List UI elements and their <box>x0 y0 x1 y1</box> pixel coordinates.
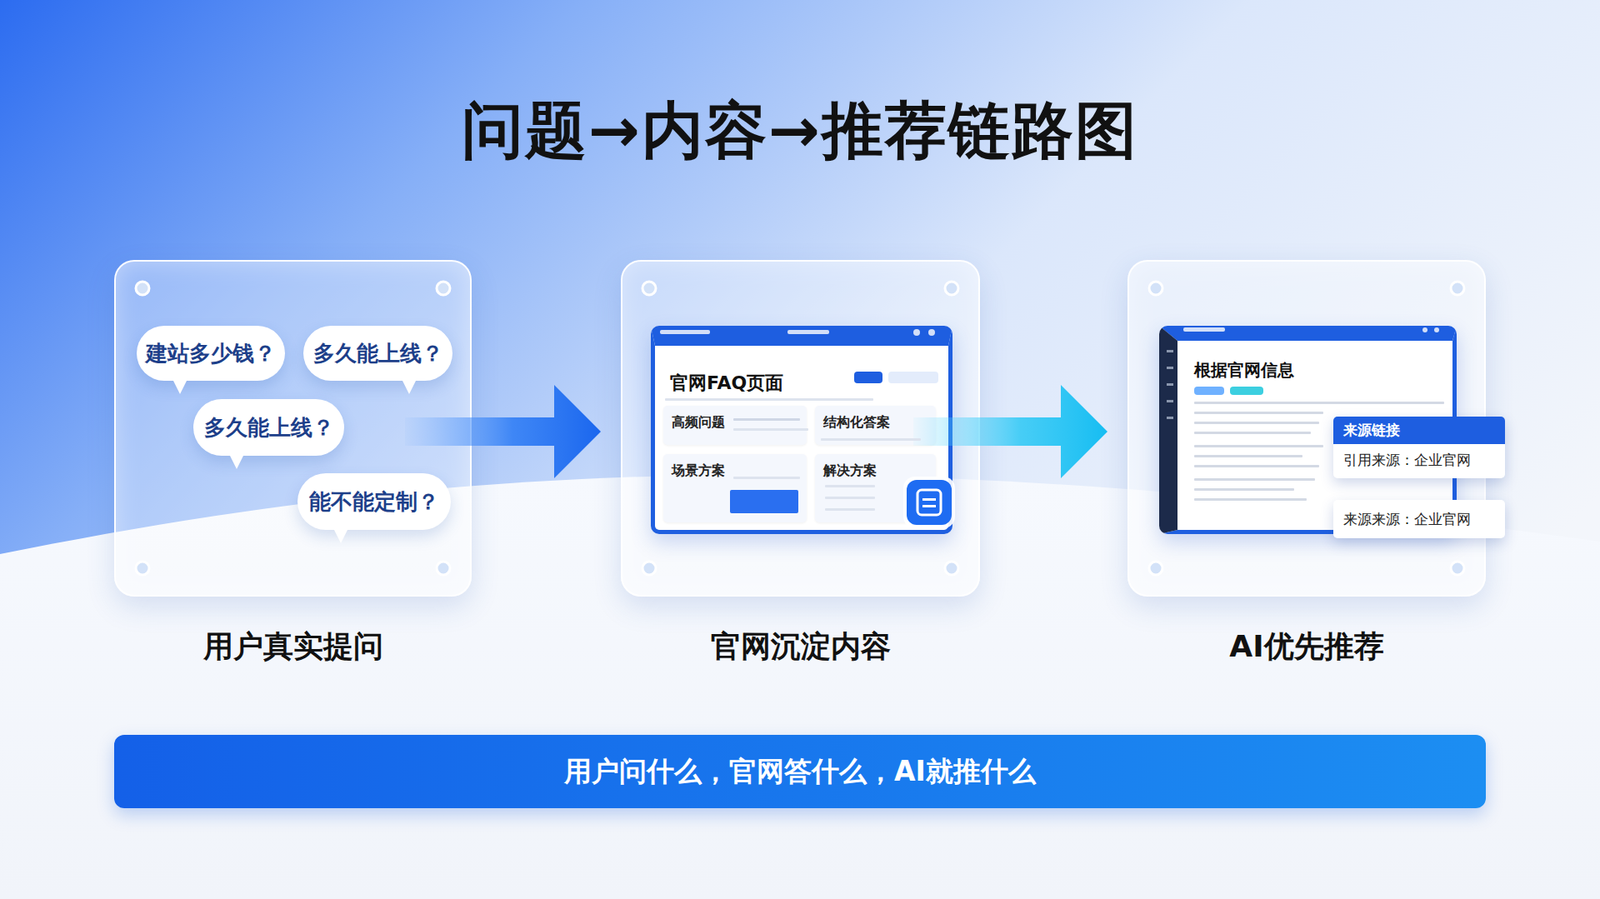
tab-chip <box>888 371 939 384</box>
rivet <box>642 561 656 575</box>
rivet <box>436 561 450 575</box>
screen-title: 根据官网信息 <box>1194 359 1295 382</box>
sidebar-icon <box>1166 383 1174 386</box>
app-icon-glow <box>903 476 955 529</box>
app-icon-glyph <box>922 498 936 501</box>
rivet <box>945 561 959 575</box>
cell-text: 场景方案 <box>671 462 725 480</box>
bubble-text: 能不能定制？ <box>309 487 440 517</box>
rivet <box>1149 561 1163 575</box>
rivet <box>1450 561 1465 575</box>
header-dot <box>1434 327 1440 333</box>
diagram-title: 问题→内容→推荐链路图 <box>0 90 1600 174</box>
text-line <box>733 476 800 480</box>
source-callout: 来源链接引用来源：企业官网 <box>1333 416 1505 479</box>
cell-text: 解决方案 <box>823 462 877 480</box>
content-block <box>730 490 799 514</box>
question-bubble: 能不能定制？ <box>297 473 451 530</box>
header-line <box>787 330 830 335</box>
text-line <box>1194 488 1295 491</box>
text-line <box>820 438 921 441</box>
text-line <box>1194 421 1320 425</box>
sidebar-icon <box>1166 416 1174 420</box>
header-dot <box>1422 327 1428 333</box>
stage-panel: AI优先推荐根据官网信息来源链接引用来源：企业官网来源来源：企业官网 <box>1127 260 1486 597</box>
bubble-text: 多久能上线？ <box>313 339 444 369</box>
text-line <box>1194 478 1315 481</box>
faq-page-details <box>665 371 955 529</box>
callout-head: 来源链接 <box>1333 416 1505 445</box>
caption: AI优先推荐 <box>1129 626 1485 668</box>
sidebar-icon <box>1166 400 1174 403</box>
text-line <box>825 496 875 500</box>
text-line <box>1194 411 1324 415</box>
question-bubble: 建站多少钱？ <box>136 325 285 381</box>
faq-cell: 场景方案 <box>663 454 807 523</box>
stage-panel: 用户真实提问建站多少钱？多久能上线？多久能上线？能不能定制？ <box>114 260 472 597</box>
flow-arrow <box>913 385 1108 479</box>
rivet <box>642 281 656 295</box>
band-text: 用户问什么，官网答什么，AI就推什么 <box>564 753 1036 791</box>
faq-page-screen: 官网FAQ页面高频问题 结构化答案场景方案 解决方案 <box>650 325 953 535</box>
text-line <box>1194 431 1311 435</box>
tag-chip <box>1194 386 1225 395</box>
rivet <box>436 281 450 295</box>
faq-cell: 高频问题 <box>663 405 807 445</box>
rivet <box>1149 281 1163 295</box>
cell-text: 高频问题 <box>671 414 725 432</box>
text-line <box>665 398 874 401</box>
answer-text-lines <box>1194 401 1445 501</box>
tag-chip <box>1230 386 1264 395</box>
text-line <box>825 485 875 488</box>
stage-panel: 官网沉淀内容官网FAQ页面高频问题结构化答案场景方案解决方案 <box>620 260 980 597</box>
faq-cell: 结构化答案 <box>815 405 936 445</box>
question-bubble: 多久能上线？ <box>303 325 453 381</box>
text-line <box>733 428 809 431</box>
callout-body: 来源来源：企业官网 <box>1333 503 1505 536</box>
cell-text: 结构化答案 <box>823 414 890 432</box>
header-dot <box>928 329 935 336</box>
summary-band: 用户问什么，官网答什么，AI就推什么 <box>114 735 1486 809</box>
bubble-text: 多久能上线？ <box>204 413 335 443</box>
callout-body: 引用来源：企业官网 <box>1333 444 1505 477</box>
flow-arrow <box>405 385 601 479</box>
app-icon-glyph <box>922 505 936 508</box>
header-line <box>660 330 710 335</box>
ai-answer-details <box>1166 350 1445 501</box>
text-line <box>1194 455 1303 458</box>
text-line <box>1194 498 1307 501</box>
text-line <box>825 508 875 511</box>
sidebar-icons <box>1166 350 1174 420</box>
header-dot <box>913 329 920 336</box>
panel-rivets <box>135 281 1465 575</box>
rivet <box>945 281 959 295</box>
caption: 官网沉淀内容 <box>622 626 979 668</box>
rivet <box>1450 281 1465 295</box>
rivet <box>135 561 150 575</box>
text-line <box>733 418 800 421</box>
source-callout: 来源来源：企业官网 <box>1333 500 1505 539</box>
caption: 用户真实提问 <box>115 626 470 668</box>
text-line <box>1194 465 1320 468</box>
rivet <box>135 281 150 295</box>
screen-header-dots <box>660 327 1440 336</box>
bubble-text: 建站多少钱？ <box>145 339 276 369</box>
sidebar-icon <box>1166 366 1174 370</box>
text-line <box>1194 445 1324 448</box>
question-bubble: 多久能上线？ <box>193 399 345 456</box>
app-icon-glyph <box>917 490 941 515</box>
header-line <box>1183 327 1225 332</box>
screen-title: 官网FAQ页面 <box>670 370 784 396</box>
text-line <box>1194 401 1445 405</box>
sidebar-icon <box>1166 350 1174 353</box>
app-icon <box>906 480 952 525</box>
faq-cell: 解决方案 <box>815 454 936 523</box>
tab-chip <box>854 371 883 384</box>
